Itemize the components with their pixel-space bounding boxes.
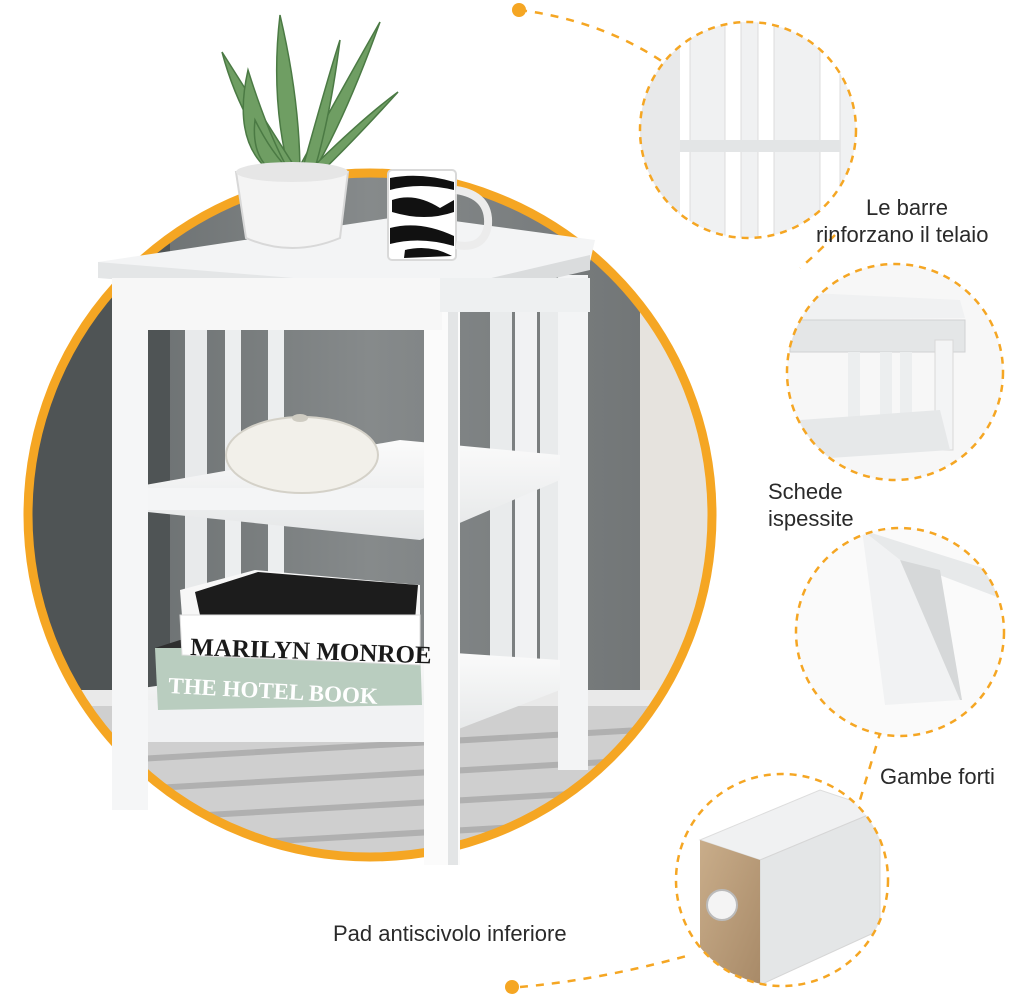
detail-ring-4: [674, 772, 890, 988]
connector-dot-top: [512, 3, 526, 17]
detail-strong-legs: [796, 528, 1004, 736]
zebra-mug: [387, 169, 493, 261]
detail-ring-3: [794, 526, 1006, 738]
books-stack: [155, 570, 422, 710]
caption-frame-bars-line1: Le barre: [866, 195, 948, 220]
caption-thick-boards-line2: ispessite: [768, 506, 854, 531]
detail-ring-1: [638, 20, 858, 240]
round-vase: [225, 414, 379, 494]
caption-strong-legs: Gambe forti: [880, 764, 995, 789]
main-photo-ring: [23, 168, 717, 862]
caption-frame-bars: Le barre rinforzano il telaio: [816, 194, 988, 248]
detail-thick-boards: [787, 264, 1003, 480]
caption-anti-slip-pad: Pad antiscivolo inferiore: [333, 921, 567, 946]
caption-thick-boards: Schede ispessite: [768, 478, 854, 532]
connector-dot-bottom: [505, 980, 519, 994]
detail-ring-2: [785, 262, 1005, 482]
detail-anti-slip-pad: [676, 774, 888, 986]
caption-frame-bars-line2: rinforzano il telaio: [816, 222, 989, 247]
potted-plant: [221, 14, 399, 249]
caption-thick-boards-line1: Schede: [768, 479, 843, 504]
